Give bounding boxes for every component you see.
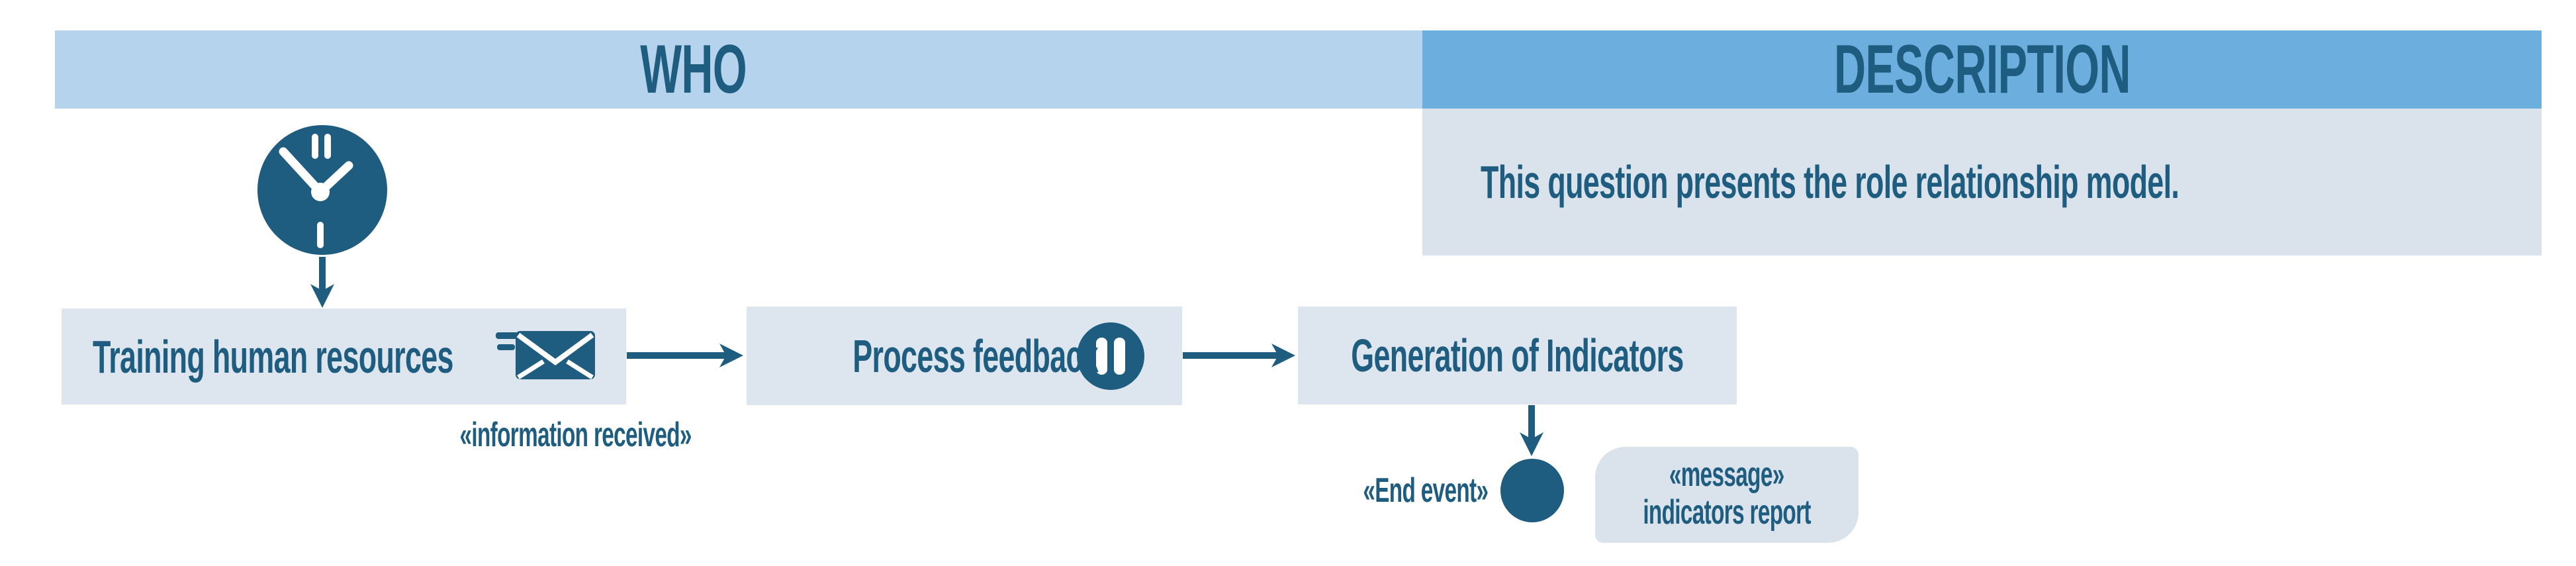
pause-icon	[1076, 322, 1145, 391]
start-event-marker	[256, 124, 389, 256]
description-text: This question presents the role relation…	[1481, 156, 2180, 208]
flow-arrow-feedback-to-indicators	[1183, 341, 1295, 370]
who-header-bar: WHO	[55, 30, 1422, 109]
flow-arrow-indicators-to-end	[1517, 405, 1546, 456]
flow-arrow-start-to-training	[308, 257, 337, 308]
end-event-label: «End event»	[1362, 471, 1489, 510]
clock-icon	[257, 125, 387, 255]
task-training-human-resources: Training human resources	[62, 308, 626, 404]
task-label: Training human resources	[93, 330, 453, 383]
message-note: «message» indicators report	[1595, 447, 1859, 543]
end-event-circle	[1500, 459, 1564, 522]
mail-received-icon	[496, 330, 595, 383]
description-header-label: DESCRIPTION	[1833, 30, 2131, 108]
flow-arrow-training-to-feedback	[627, 341, 743, 370]
arrow-down-icon	[310, 257, 334, 308]
task-label: Generation of Indicators	[1351, 330, 1684, 381]
arrow-right-icon	[1183, 344, 1295, 367]
message-note-stereotype: «message»	[1669, 455, 1784, 494]
description-panel: This question presents the role relation…	[1422, 109, 2542, 256]
annotation-information-received: «information received»	[459, 416, 692, 454]
message-note-text: indicators report	[1643, 493, 1811, 532]
arrow-right-icon	[627, 344, 743, 367]
who-header-label: WHO	[640, 30, 747, 108]
task-generation-of-indicators: Generation of Indicators	[1298, 307, 1737, 404]
description-header-bar: DESCRIPTION	[1422, 30, 2542, 109]
task-label: Process feedback	[852, 330, 1099, 382]
task-process-feedback: Process feedback	[747, 307, 1182, 405]
arrow-down-icon	[1520, 405, 1543, 456]
